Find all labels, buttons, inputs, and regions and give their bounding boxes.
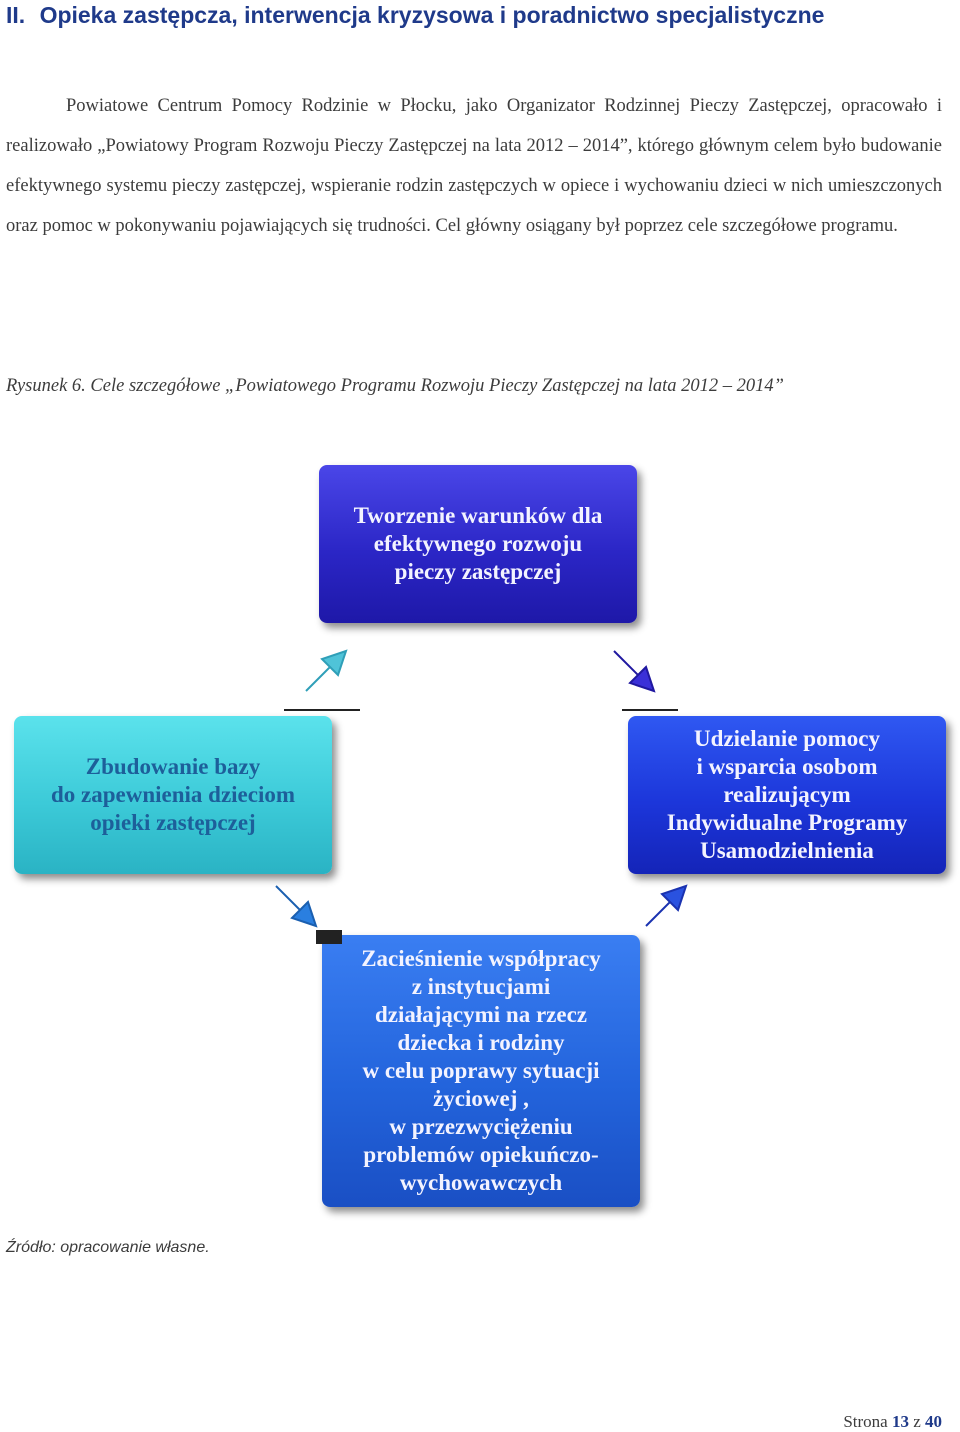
goal-bottom-line: dziecka i rodziny bbox=[397, 1030, 565, 1055]
body-paragraph-text: Powiatowe Centrum Pomocy Rodzinie w Płoc… bbox=[6, 96, 942, 236]
figure-source: Źródło: opracowanie własne. bbox=[6, 1239, 210, 1256]
goal-box-right: Udzielanie pomocy i wsparcia osobom real… bbox=[628, 716, 946, 874]
goal-bottom-line: w celu poprawy sytuacji bbox=[362, 1058, 600, 1083]
goal-bottom-line: życiowej , bbox=[433, 1086, 529, 1111]
section-title: Opieka zastępcza, interwencja kryzysowa … bbox=[39, 2, 825, 28]
cycle-arrow-top-right-icon bbox=[613, 650, 656, 693]
footer-page-total: 40 bbox=[925, 1412, 942, 1431]
footer-page-number: 13 bbox=[891, 1412, 909, 1431]
goal-right-line: realizującym bbox=[723, 782, 851, 807]
goal-bottom-line: działającymi na rzecz bbox=[374, 1002, 588, 1027]
goal-bottom-line: wychowawczych bbox=[399, 1170, 563, 1195]
goal-left-line: opieki zastępczej bbox=[90, 810, 256, 835]
goal-top-line: pieczy zastępczej bbox=[394, 559, 562, 584]
connector-line-left bbox=[284, 709, 360, 711]
goal-top-line: efektywnego rozwoju bbox=[373, 531, 583, 556]
artifact-mark bbox=[316, 930, 342, 944]
goal-box-top: Tworzenie warunków dla efektywnego rozwo… bbox=[319, 465, 637, 623]
cycle-arrow-top-left-icon bbox=[305, 649, 348, 692]
goal-top-line: Tworzenie warunków dla bbox=[353, 503, 603, 528]
figure-caption: Rysunek 6. Cele szczegółowe „Powiatowego… bbox=[6, 376, 784, 396]
goal-bottom-line: problemów opiekuńczo- bbox=[363, 1142, 599, 1167]
section-heading: II. Opieka zastępcza, interwencja kryzys… bbox=[6, 0, 956, 30]
goal-box-left: Zbudowanie bazy do zapewnienia dzieciom … bbox=[14, 716, 332, 874]
connector-line-right bbox=[622, 709, 678, 711]
goal-left-line: do zapewnienia dzieciom bbox=[50, 782, 296, 807]
section-number: II. bbox=[6, 2, 26, 28]
goal-bottom-line: z instytucjami bbox=[411, 974, 551, 999]
body-paragraph: Powiatowe Centrum Pomocy Rodzinie w Płoc… bbox=[6, 86, 942, 246]
goal-bottom-line: Zacieśnienie współpracy bbox=[361, 946, 601, 971]
footer-separator: z bbox=[913, 1412, 921, 1431]
cycle-arrow-bottom-right-icon bbox=[645, 884, 688, 927]
goal-box-bottom: Zacieśnienie współpracy z instytucjami d… bbox=[322, 935, 640, 1207]
goal-left-line: Zbudowanie bazy bbox=[85, 754, 261, 779]
goal-right-line: i wsparcia osobom bbox=[696, 754, 878, 779]
goal-right-line: Usamodzielnienia bbox=[700, 838, 874, 863]
goal-right-line: Indywidualne Programy bbox=[666, 810, 908, 835]
page-footer: Strona 13 z 40 bbox=[843, 1412, 942, 1432]
goal-right-line: Udzielanie pomocy bbox=[694, 726, 880, 751]
goal-bottom-line: w przezwyciężeniu bbox=[389, 1114, 573, 1139]
cycle-arrow-bottom-left-icon bbox=[275, 885, 318, 928]
footer-prefix: Strona bbox=[843, 1412, 888, 1431]
goals-diagram: Tworzenie warunków dla efektywnego rozwo… bbox=[0, 450, 960, 1230]
